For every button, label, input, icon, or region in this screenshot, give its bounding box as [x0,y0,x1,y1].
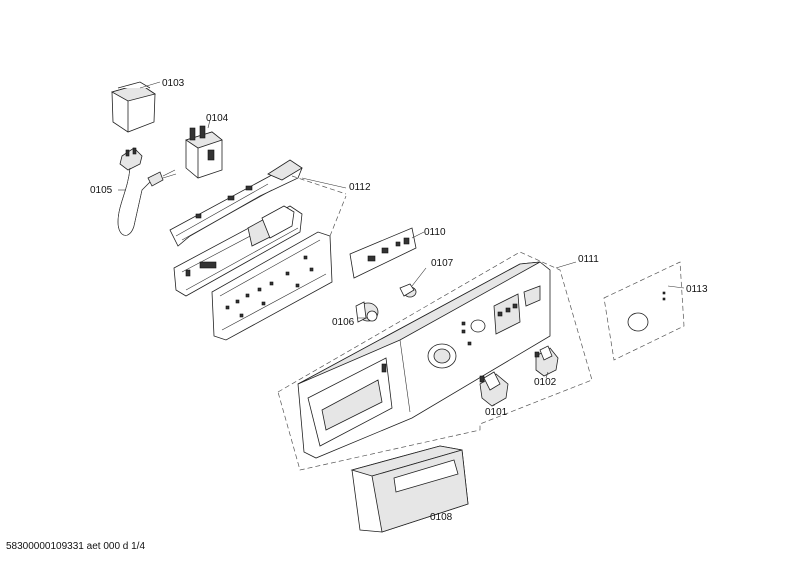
part-0103-cover [110,81,156,133]
part-0108-detergent-drawer [350,445,469,533]
label-0105: 0105 [90,185,113,196]
label-0101: 0101 [485,407,508,418]
part-0101-knob [479,371,509,407]
part-0111-outline [277,251,593,471]
label-0108: 0108 [430,512,453,523]
part-0113-cover-plate [603,261,685,361]
label-0102: 0102 [534,377,557,388]
drawing-reference-footer: 58300000109331 aet 000 d 1/4 [6,541,146,552]
label-0106: 0106 [332,317,355,328]
part-0107-knob [399,283,417,298]
part-0112-circuit-board [211,231,333,341]
label-0112: 0112 [349,182,371,193]
part-0111-fascia [297,261,551,459]
label-0111: 0111 [578,254,599,265]
label-0103: 0103 [162,78,185,89]
part-0112-frame [173,205,303,297]
part-0112-harness [169,159,303,247]
leader-lines [118,81,685,406]
part-0102-knob [534,345,559,377]
part-0105-mains-cable [117,147,177,236]
part-0110-display-board [349,227,417,279]
label-0107: 0107 [431,258,454,269]
part-0106-selector-knob [355,301,379,323]
label-0110: 0110 [424,227,446,238]
label-0104: 0104 [206,113,229,124]
label-0113: 0113 [686,284,708,295]
part-0104-suppressor [185,125,223,179]
part-0112-bracket [291,175,347,237]
